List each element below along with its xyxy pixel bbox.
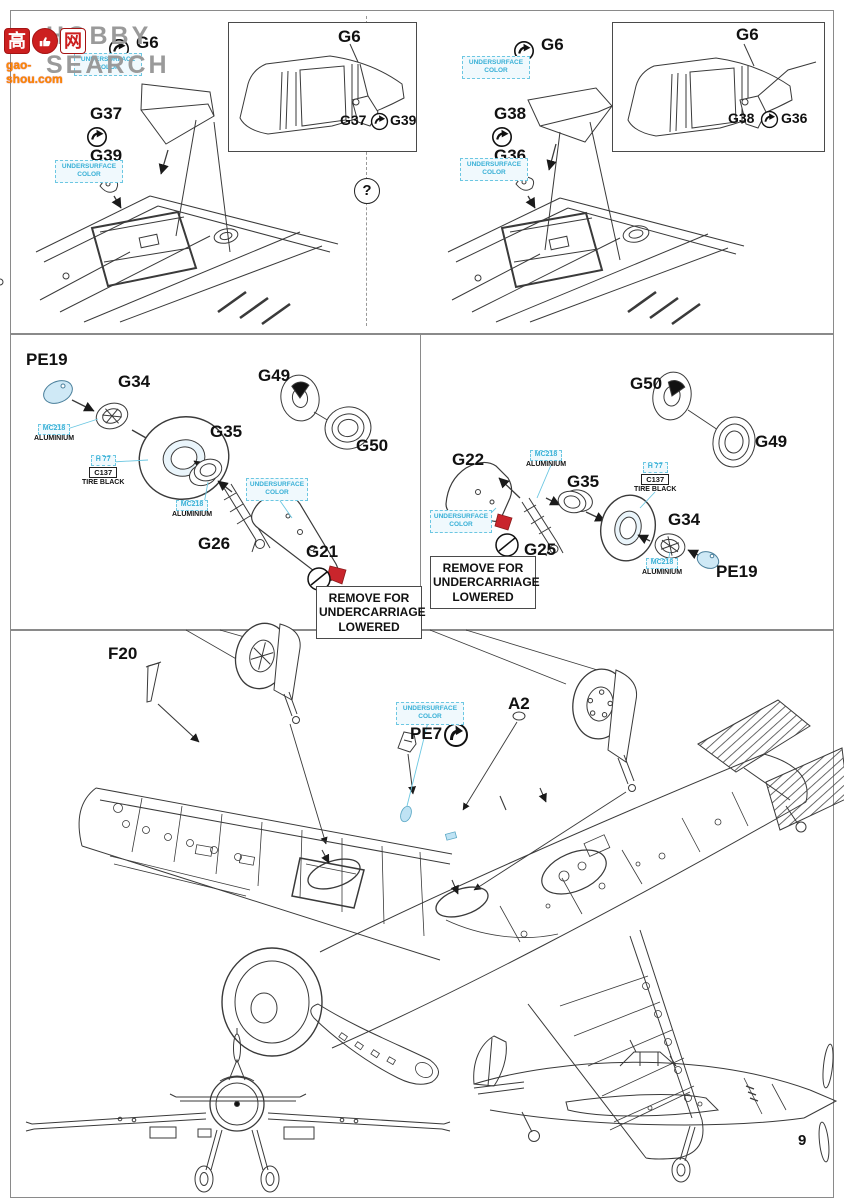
rotate-symbol-icon	[491, 126, 513, 153]
watermark-site-text: gao-shou.com	[6, 58, 63, 86]
part-label-g6: G6	[136, 33, 159, 52]
part-label-g50: G50	[630, 374, 663, 393]
top-section-frame	[10, 10, 834, 334]
remove-for-undercarriage-note: REMOVE FOR UNDERCARRIAGE LOWERED	[316, 586, 426, 640]
undersurface-color-callout: UNDERSURFACE COLOR	[462, 56, 530, 79]
part-label-g35: G35	[210, 422, 243, 441]
rotate-symbol-icon	[86, 126, 108, 153]
page-number: 9	[798, 1132, 807, 1149]
watermark-logo: 高 网	[4, 28, 86, 54]
part-label-g22: G22	[452, 450, 485, 469]
part-label-g34: G34	[668, 510, 701, 529]
bottom-section-frame	[10, 630, 834, 1198]
part-label-a2: A2	[508, 694, 530, 713]
paint-callout-aluminium: MC218 ALUMINIUM	[642, 558, 683, 576]
middle-section-divider	[420, 334, 421, 628]
part-label-g38: G38	[728, 110, 755, 126]
bottom-drawing	[25, 622, 844, 1193]
undersurface-color-callout: UNDERSURFACE COLOR	[430, 510, 492, 533]
part-label-pe19: PE19	[26, 350, 68, 369]
front-view-drawing	[25, 1028, 451, 1193]
side-view-drawing	[473, 1035, 838, 1183]
part-label-g6: G6	[541, 35, 564, 54]
part-label-g38: G38	[494, 104, 527, 123]
middle-section-frame	[10, 334, 834, 630]
watermark-logo-char: 网	[60, 28, 86, 54]
watermark-logo-char: 高	[4, 28, 30, 54]
thumb-icon	[32, 28, 58, 54]
part-label-g34: G34	[118, 372, 151, 391]
part-label-g49: G49	[755, 432, 788, 451]
remove-symbol-icon	[306, 566, 332, 597]
part-label-g37: G37	[90, 104, 123, 123]
paint-callout-aluminium: MC218 ALUMINIUM	[172, 500, 213, 518]
bend-symbol-icon	[443, 722, 469, 753]
optional-question-icon: ?	[354, 178, 380, 204]
wing-step-right-drawing	[447, 87, 745, 326]
part-label-g49: G49	[258, 366, 291, 385]
paint-callout-aluminium: MC218 ALUMINIUM	[526, 450, 567, 468]
part-label-g21: G21	[306, 542, 339, 561]
part-label-g35: G35	[567, 472, 600, 491]
part-label-g39: G39	[390, 112, 417, 128]
wing-step-left-drawing	[0, 83, 339, 326]
rotate-symbol-icon	[760, 110, 779, 134]
part-label-g6: G6	[736, 25, 759, 44]
inset-right-drawing	[627, 43, 817, 137]
paint-callout-tire: H 77 C137 TIRE BLACK	[634, 462, 677, 493]
part-label-pe19: PE19	[716, 562, 758, 581]
gear-right-drawing	[445, 371, 756, 569]
rotate-symbol-icon	[370, 112, 389, 136]
part-label-g26: G26	[198, 534, 231, 553]
optional-step-divider	[366, 16, 367, 326]
undersurface-color-callout: UNDERSURFACE COLOR	[55, 160, 123, 183]
part-label-f20: F20	[108, 644, 138, 663]
part-label-pe7: PE7	[410, 724, 443, 743]
part-label-g36: G36	[781, 110, 808, 126]
part-label-g50: G50	[356, 436, 389, 455]
part-label-g37: G37	[340, 112, 367, 128]
undersurface-color-callout: UNDERSURFACE COLOR	[460, 158, 528, 181]
undersurface-color-callout: UNDERSURFACE COLOR	[396, 702, 464, 725]
part-label-g6: G6	[338, 27, 361, 46]
remove-for-undercarriage-note: REMOVE FOR UNDERCARRIAGE LOWERED	[430, 556, 540, 610]
part-label-g25: G25	[524, 540, 557, 559]
undersurface-color-callout: UNDERSURFACE COLOR	[246, 478, 308, 501]
undersurface-color-callout: UNDERSURFACE COLOR	[74, 53, 142, 76]
gear-left-drawing	[43, 374, 372, 585]
paint-callout-tire: H 77 C137 TIRE BLACK	[82, 455, 125, 486]
paint-callout-aluminium: MC218 ALUMINIUM	[34, 424, 75, 442]
